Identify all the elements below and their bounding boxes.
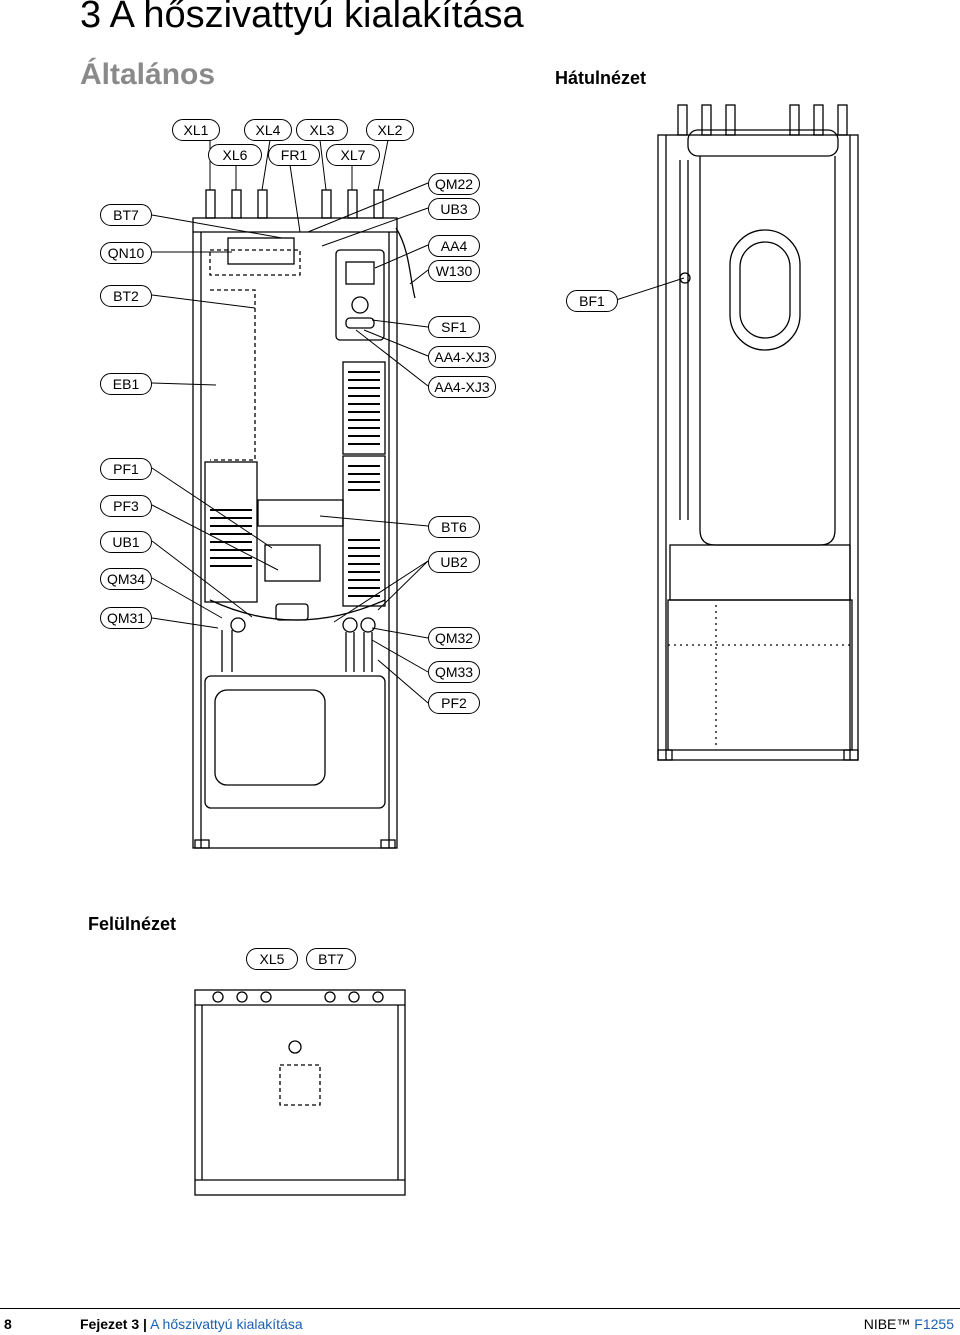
label-fr1: FR1 [268, 144, 320, 166]
label-xl3: XL3 [296, 119, 348, 141]
label-qm34: QM34 [100, 568, 152, 590]
label-xl6: XL6 [208, 144, 262, 166]
label-pf2: PF2 [428, 692, 480, 714]
label-pf1: PF1 [100, 458, 152, 480]
label-qm32: QM32 [428, 627, 480, 649]
top-view-label: Felülnézet [88, 914, 177, 934]
rear-view-label: Hátulnézet [555, 68, 647, 88]
label-qn10: QN10 [100, 242, 152, 264]
footer-rule [0, 1308, 960, 1309]
top-view-diagram [194, 989, 406, 1196]
label-xl4: XL4 [244, 119, 292, 141]
footer-chapter-name: A hőszivattyú kialakítása [150, 1316, 303, 1332]
label-bt2: BT2 [100, 285, 152, 307]
label-xl2: XL2 [366, 119, 414, 141]
front-view-diagram [151, 139, 685, 849]
label-aa4: AA4 [428, 235, 480, 257]
label-xl7: XL7 [326, 144, 380, 166]
footer-brand: NIBE™ F1255 [864, 1316, 954, 1332]
label-bt6: BT6 [428, 516, 480, 538]
label-sf1: SF1 [428, 316, 480, 338]
label-qm33: QM33 [428, 661, 480, 683]
label-pf3: PF3 [100, 495, 152, 517]
label-ub3: UB3 [428, 198, 480, 220]
rear-view-diagram [657, 104, 859, 761]
label-qm22: QM22 [428, 173, 480, 195]
label-w130: W130 [428, 260, 480, 282]
label-ub1: UB1 [100, 531, 152, 553]
label-ub2: UB2 [428, 551, 480, 573]
footer-chapter-prefix: Fejezet 3 | [80, 1316, 147, 1332]
label-xl5: XL5 [246, 948, 298, 970]
chapter-title: 3 A hőszivattyú kialakítása [80, 0, 524, 36]
section-subtitle: Általános [80, 58, 216, 91]
label-bt7-top: BT7 [306, 948, 356, 970]
footer-chapter: Fejezet 3 | A hőszivattyú kialakítása [80, 1316, 303, 1332]
label-eb1: EB1 [100, 373, 152, 395]
page-number: 8 [4, 1316, 12, 1332]
label-aa4-xj3-b: AA4-XJ3 [428, 376, 496, 398]
footer-brand-name: NIBE™ [863, 1316, 911, 1332]
footer-model: F1255 [914, 1316, 954, 1332]
label-aa4-xj3-a: AA4-XJ3 [428, 346, 496, 368]
label-bf1: BF1 [566, 290, 618, 312]
label-xl1: XL1 [172, 119, 220, 141]
label-bt7: BT7 [100, 204, 152, 226]
label-qm31: QM31 [100, 607, 152, 629]
